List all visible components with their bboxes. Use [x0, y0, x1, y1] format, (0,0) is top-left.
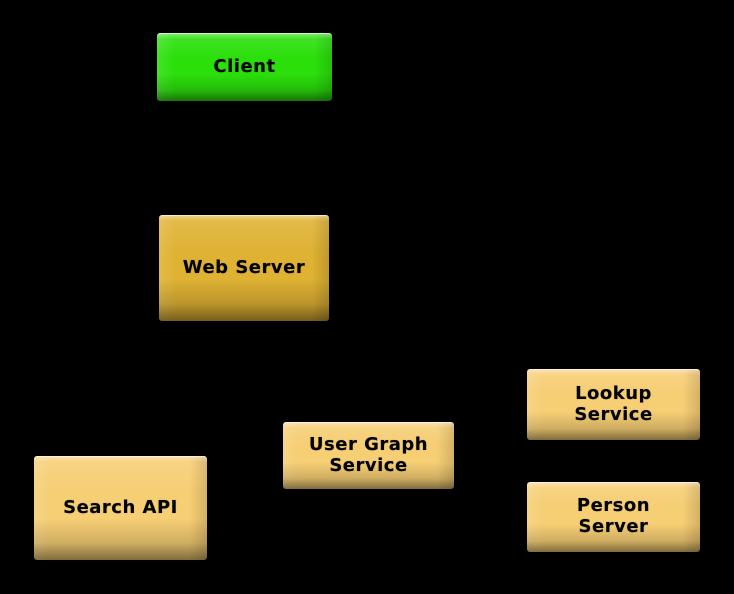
- node-label: User Graph Service: [308, 433, 429, 476]
- node-label: Web Server: [182, 256, 306, 278]
- node-person-server: Person Server: [527, 482, 700, 552]
- node-label: Person Server: [576, 495, 651, 537]
- node-lookup-service: Lookup Service: [527, 369, 700, 440]
- node-label: Client: [213, 55, 276, 77]
- node-user-graph-service: User Graph Service: [283, 422, 454, 489]
- node-search-api: Search API: [34, 456, 207, 560]
- node-web-server: Web Server: [159, 215, 329, 321]
- node-client: Client: [157, 33, 332, 101]
- node-label: Search API: [63, 496, 178, 518]
- node-label: Lookup Service: [574, 382, 653, 425]
